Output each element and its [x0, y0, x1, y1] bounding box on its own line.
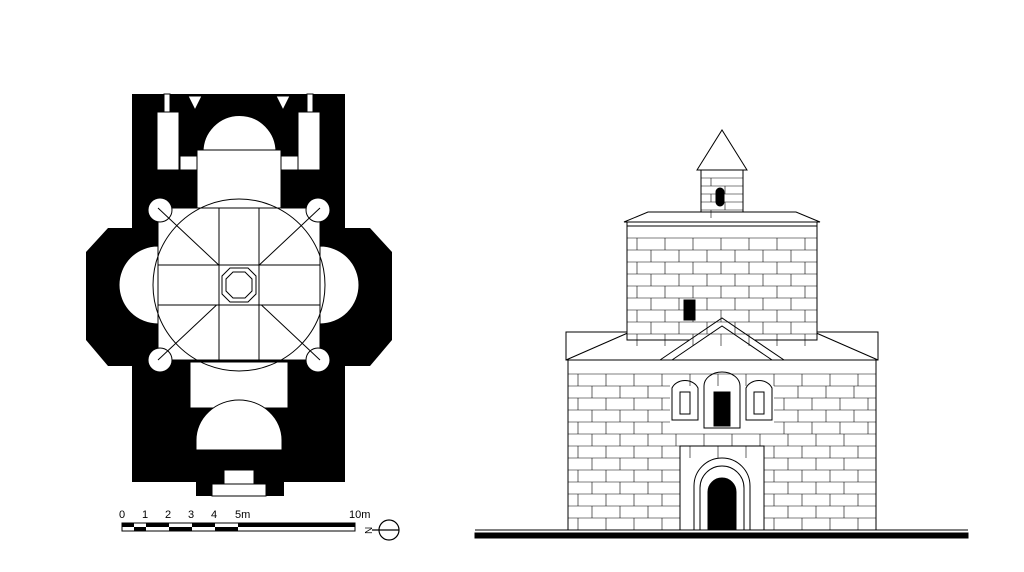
front-elevation	[474, 129, 969, 539]
dome-circle	[152, 198, 326, 372]
scale-label-0: 0	[119, 509, 125, 521]
lantern-cone	[696, 129, 748, 171]
scale-segment	[192, 523, 215, 527]
gable-inner	[670, 325, 774, 361]
north-bema	[196, 149, 282, 213]
scale-label-5m: 5m	[235, 509, 250, 521]
south-apse	[195, 399, 283, 451]
niche-sw	[147, 347, 173, 373]
north-west-passage	[179, 155, 198, 171]
window-splay	[187, 95, 203, 112]
scale-bar: 0 1 2 3 4 5m 10m	[119, 509, 370, 532]
window-slit	[163, 93, 171, 113]
window-splay	[275, 95, 291, 112]
west-apse	[118, 245, 159, 325]
masonry-courses	[568, 177, 876, 530]
niche-se	[305, 347, 331, 373]
scale-segment	[146, 523, 169, 527]
right-window-opening	[753, 391, 765, 415]
scale-label-1: 1	[142, 509, 148, 521]
roof-line	[813, 331, 879, 361]
north-apse	[202, 115, 277, 153]
north-arrow: N	[364, 519, 400, 541]
scale-segment	[169, 527, 192, 531]
scale-segment	[122, 523, 134, 527]
drum-octagon-inner	[225, 271, 253, 299]
north-arrow-label: N	[364, 527, 375, 534]
portal-door	[707, 477, 737, 531]
south-entrance-inner	[223, 469, 255, 485]
east-apse	[319, 245, 360, 325]
scale-segment	[215, 527, 238, 531]
floor-plan	[86, 93, 392, 497]
dome-projection	[152, 198, 326, 372]
scale-label-4: 4	[211, 509, 217, 521]
north-east-chamber	[297, 111, 321, 171]
ground-band	[474, 532, 969, 539]
window-slit	[306, 93, 314, 113]
drum-cornice	[623, 211, 821, 223]
north-windows	[163, 93, 314, 113]
roof-line	[565, 331, 631, 361]
scale-label-3: 3	[188, 509, 194, 521]
left-window-opening	[679, 391, 691, 415]
center-window-opening	[713, 391, 731, 427]
south-entrance-step	[211, 483, 267, 497]
drum-octagon	[221, 267, 257, 303]
scale-label-2: 2	[165, 509, 171, 521]
scale-segment	[238, 523, 355, 527]
scale-label-10m: 10m	[349, 509, 370, 521]
north-west-chamber	[156, 111, 180, 171]
scale-segment	[134, 527, 146, 531]
north-east-passage	[280, 155, 299, 171]
lantern-window	[715, 187, 725, 207]
